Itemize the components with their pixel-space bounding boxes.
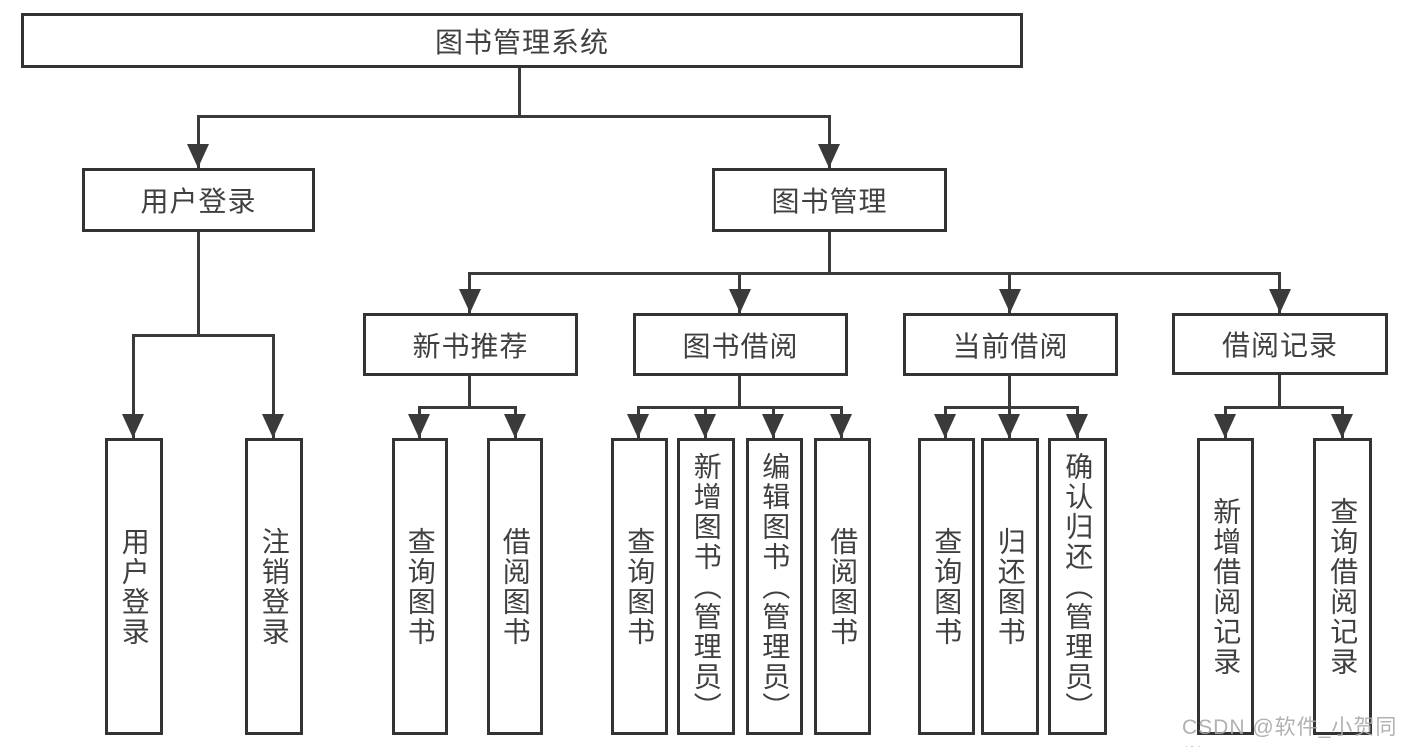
connector-to-book-management [828,115,831,168]
leaf-query-books-recommend: 查询图书 [392,438,448,735]
leaf-query-books-current: 查询图书 [918,438,975,735]
leaf-add-borrow-record: 新增借阅记录 [1197,438,1254,735]
connector-level2-branch [197,115,831,118]
leaf-return-books-label: 归还图书 [994,526,1026,647]
connector-records-branch [1224,406,1344,409]
arrowhead-br-leaf2 [1331,414,1353,438]
connector-root-stem [518,68,521,118]
connector-user-login-stem [197,232,200,337]
arrowhead-bb-leaf1 [627,414,649,438]
connector-level3-branch [468,272,1281,275]
connector-borrowing-stem [738,375,741,409]
leaf-query-books-borrowing-label: 查询图书 [624,526,656,647]
leaf-borrow-books-recommend-label: 借阅图书 [499,526,531,647]
arrowhead-br-leaf1 [1214,414,1236,438]
node-current-borrowing: 当前借阅 [903,313,1118,376]
node-user-login-label: 用户登录 [140,186,257,217]
node-new-book-recommend: 新书推荐 [363,313,578,376]
node-user-login: 用户登录 [82,168,315,232]
leaf-user-login-label: 用户登录 [118,526,150,647]
csdn-watermark: CSDN @软件_小贺同学 [1182,716,1398,747]
arrowhead-leaf-logout [262,414,284,438]
leaf-confirm-return-admin-label: 确认归还（管理员） [1062,451,1094,722]
leaf-add-books-admin-label: 新增图书（管理员） [690,451,722,722]
leaf-user-login: 用户登录 [105,438,163,735]
leaf-query-books-recommend-label: 查询图书 [404,526,436,647]
leaf-logout: 注销登录 [245,438,303,735]
leaf-query-books-current-label: 查询图书 [931,526,963,647]
leaf-query-books-borrowing: 查询图书 [611,438,668,735]
node-book-borrowing-label: 图书借阅 [682,330,799,362]
leaf-edit-books-admin: 编辑图书（管理员） [746,438,803,735]
connector-borrowing-branch [637,406,843,409]
connector-user-login-branch [132,334,275,337]
connector-book-management-stem [828,232,831,275]
connector-to-leaf-user-login [132,334,135,438]
leaf-borrow-books: 借阅图书 [814,438,871,735]
arrowhead-book-borrowing [729,289,751,313]
leaf-confirm-return-admin: 确认归还（管理员） [1048,438,1107,735]
arrowhead-nb-leaf1 [408,414,430,438]
leaf-add-books-admin: 新增图书（管理员） [677,438,735,735]
node-book-management-label: 图书管理 [771,186,888,217]
node-root-library-system: 图书管理系统 [21,13,1023,68]
connector-to-leaf-logout [272,334,275,438]
connector-current-stem [1008,375,1011,409]
connector-records-stem [1278,375,1281,409]
leaf-logout-label: 注销登录 [258,526,290,647]
connector-current-branch [944,406,1079,409]
arrowhead-bb-leaf3 [762,414,784,438]
node-root-label: 图书管理系统 [434,26,609,58]
arrowhead-cb-leaf1 [934,414,956,438]
leaf-add-borrow-record-label: 新增借阅记录 [1210,496,1242,677]
arrowhead-cb-leaf3 [1066,414,1088,438]
node-new-book-recommend-label: 新书推荐 [412,330,529,362]
arrowhead-nb-leaf2 [504,414,526,438]
arrowhead-user-login [187,144,209,168]
arrowhead-book-management [818,144,840,168]
node-borrow-records-label: 借阅记录 [1221,330,1338,361]
node-book-borrowing: 图书借阅 [633,313,848,376]
connector-new-book-stem [468,375,471,409]
leaf-query-borrow-record-label: 查询借阅记录 [1327,496,1359,677]
arrowhead-leaf-user-login [122,414,144,438]
leaf-return-books: 归还图书 [981,438,1039,735]
node-book-management: 图书管理 [712,168,947,232]
arrowhead-new-book-recommend [459,289,481,313]
arrowhead-bb-leaf4 [830,414,852,438]
node-borrow-records: 借阅记录 [1172,313,1388,375]
connector-to-user-login [197,115,200,168]
node-current-borrowing-label: 当前借阅 [952,330,1069,362]
leaf-borrow-books-recommend: 借阅图书 [487,438,543,735]
connector-new-book-branch [418,406,517,409]
arrowhead-borrow-records [1269,289,1291,313]
arrowhead-current-borrowing [999,289,1021,313]
arrowhead-cb-leaf2 [998,414,1020,438]
leaf-query-borrow-record: 查询借阅记录 [1313,438,1372,735]
leaf-edit-books-admin-label: 编辑图书（管理员） [759,451,791,722]
arrowhead-bb-leaf2 [694,414,716,438]
leaf-borrow-books-label: 借阅图书 [827,526,859,647]
